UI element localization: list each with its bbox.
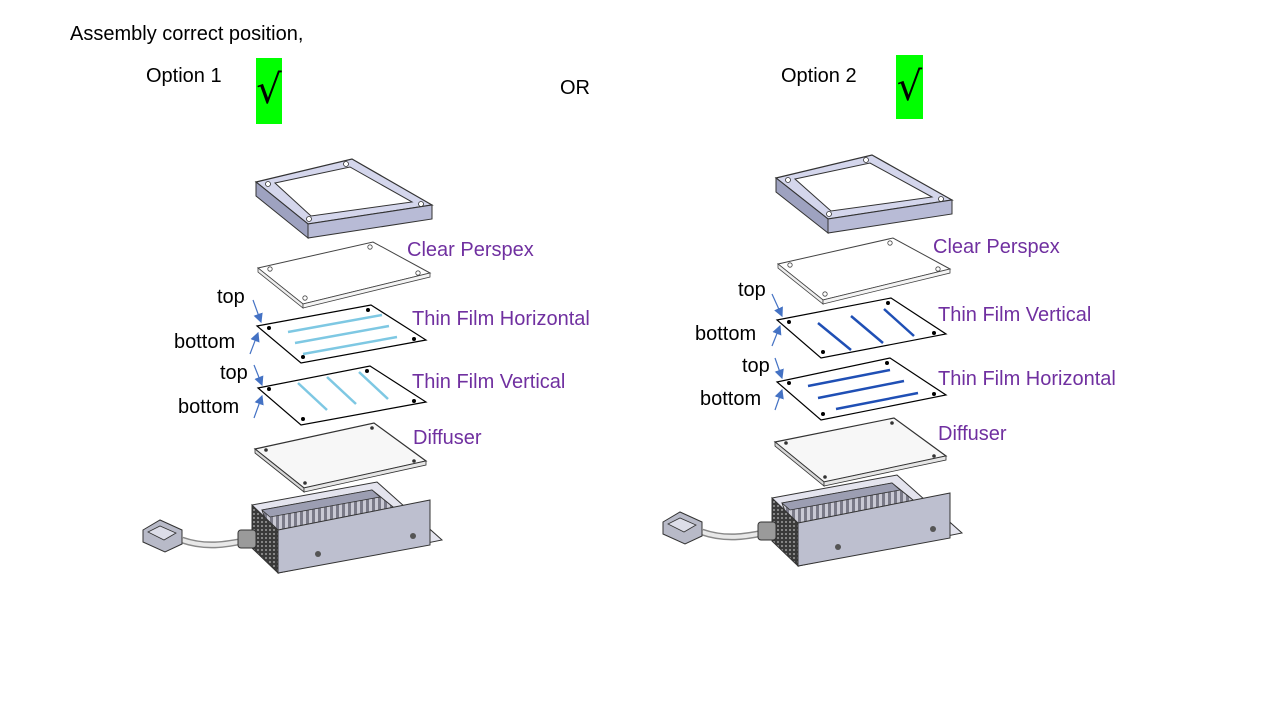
option-1-thin-film-horizontal	[255, 304, 428, 364]
option-1-bottom-label-2: bottom	[178, 396, 240, 418]
option-1-check-badge: √	[256, 58, 282, 124]
option-2-diffuser-label: Diffuser	[938, 423, 1007, 445]
option-1-diffuser-label: Diffuser	[413, 427, 482, 449]
option-2-top-frame	[774, 154, 954, 235]
option-1-diffuser	[253, 422, 428, 493]
option-2-clear-perspex-label: Clear Perspex	[933, 236, 1060, 258]
option-1-film-2-label: Thin Film Vertical	[412, 371, 566, 393]
option-2-thin-film-horizontal	[775, 357, 948, 421]
option-1-clear-perspex-label: Clear Perspex	[407, 239, 534, 261]
option-1-housing	[142, 481, 444, 575]
page-title: Assembly correct position,	[70, 23, 304, 45]
option-1-label: Option 1	[146, 65, 222, 87]
option-2-diffuser	[773, 417, 948, 487]
option-2-film-1-label: Thin Film Vertical	[938, 304, 1092, 326]
option-1-clear-perspex	[256, 241, 432, 309]
option-1-film-1-label: Thin Film Horizontal	[412, 308, 590, 330]
option-1-top-label-1: top	[217, 286, 245, 308]
option-2-label: Option 2	[781, 65, 857, 87]
option-2-bottom-label-2: bottom	[700, 388, 762, 410]
option-2-film-2-label: Thin Film Horizontal	[938, 368, 1116, 390]
option-2-exploded-view	[662, 154, 964, 568]
option-2-direction-arrows	[771, 293, 784, 411]
option-1-direction-arrows	[249, 299, 264, 419]
option-2-housing	[662, 474, 964, 568]
option-2-top-label-2: top	[742, 355, 770, 377]
option-1-top-frame	[254, 158, 434, 240]
option-2-clear-perspex	[776, 237, 952, 305]
option-1-thin-film-vertical	[256, 365, 428, 426]
option-1-top-label-2: top	[220, 362, 248, 384]
option-2-bottom-label-1: bottom	[695, 323, 757, 345]
option-1-bottom-label-1: bottom	[174, 331, 236, 353]
option-2-thin-film-vertical	[775, 297, 948, 359]
option-2-top-label-1: top	[738, 279, 766, 301]
option-2-check-badge: √	[896, 55, 923, 119]
option-1-exploded-view	[142, 158, 444, 575]
or-separator: OR	[560, 77, 590, 99]
